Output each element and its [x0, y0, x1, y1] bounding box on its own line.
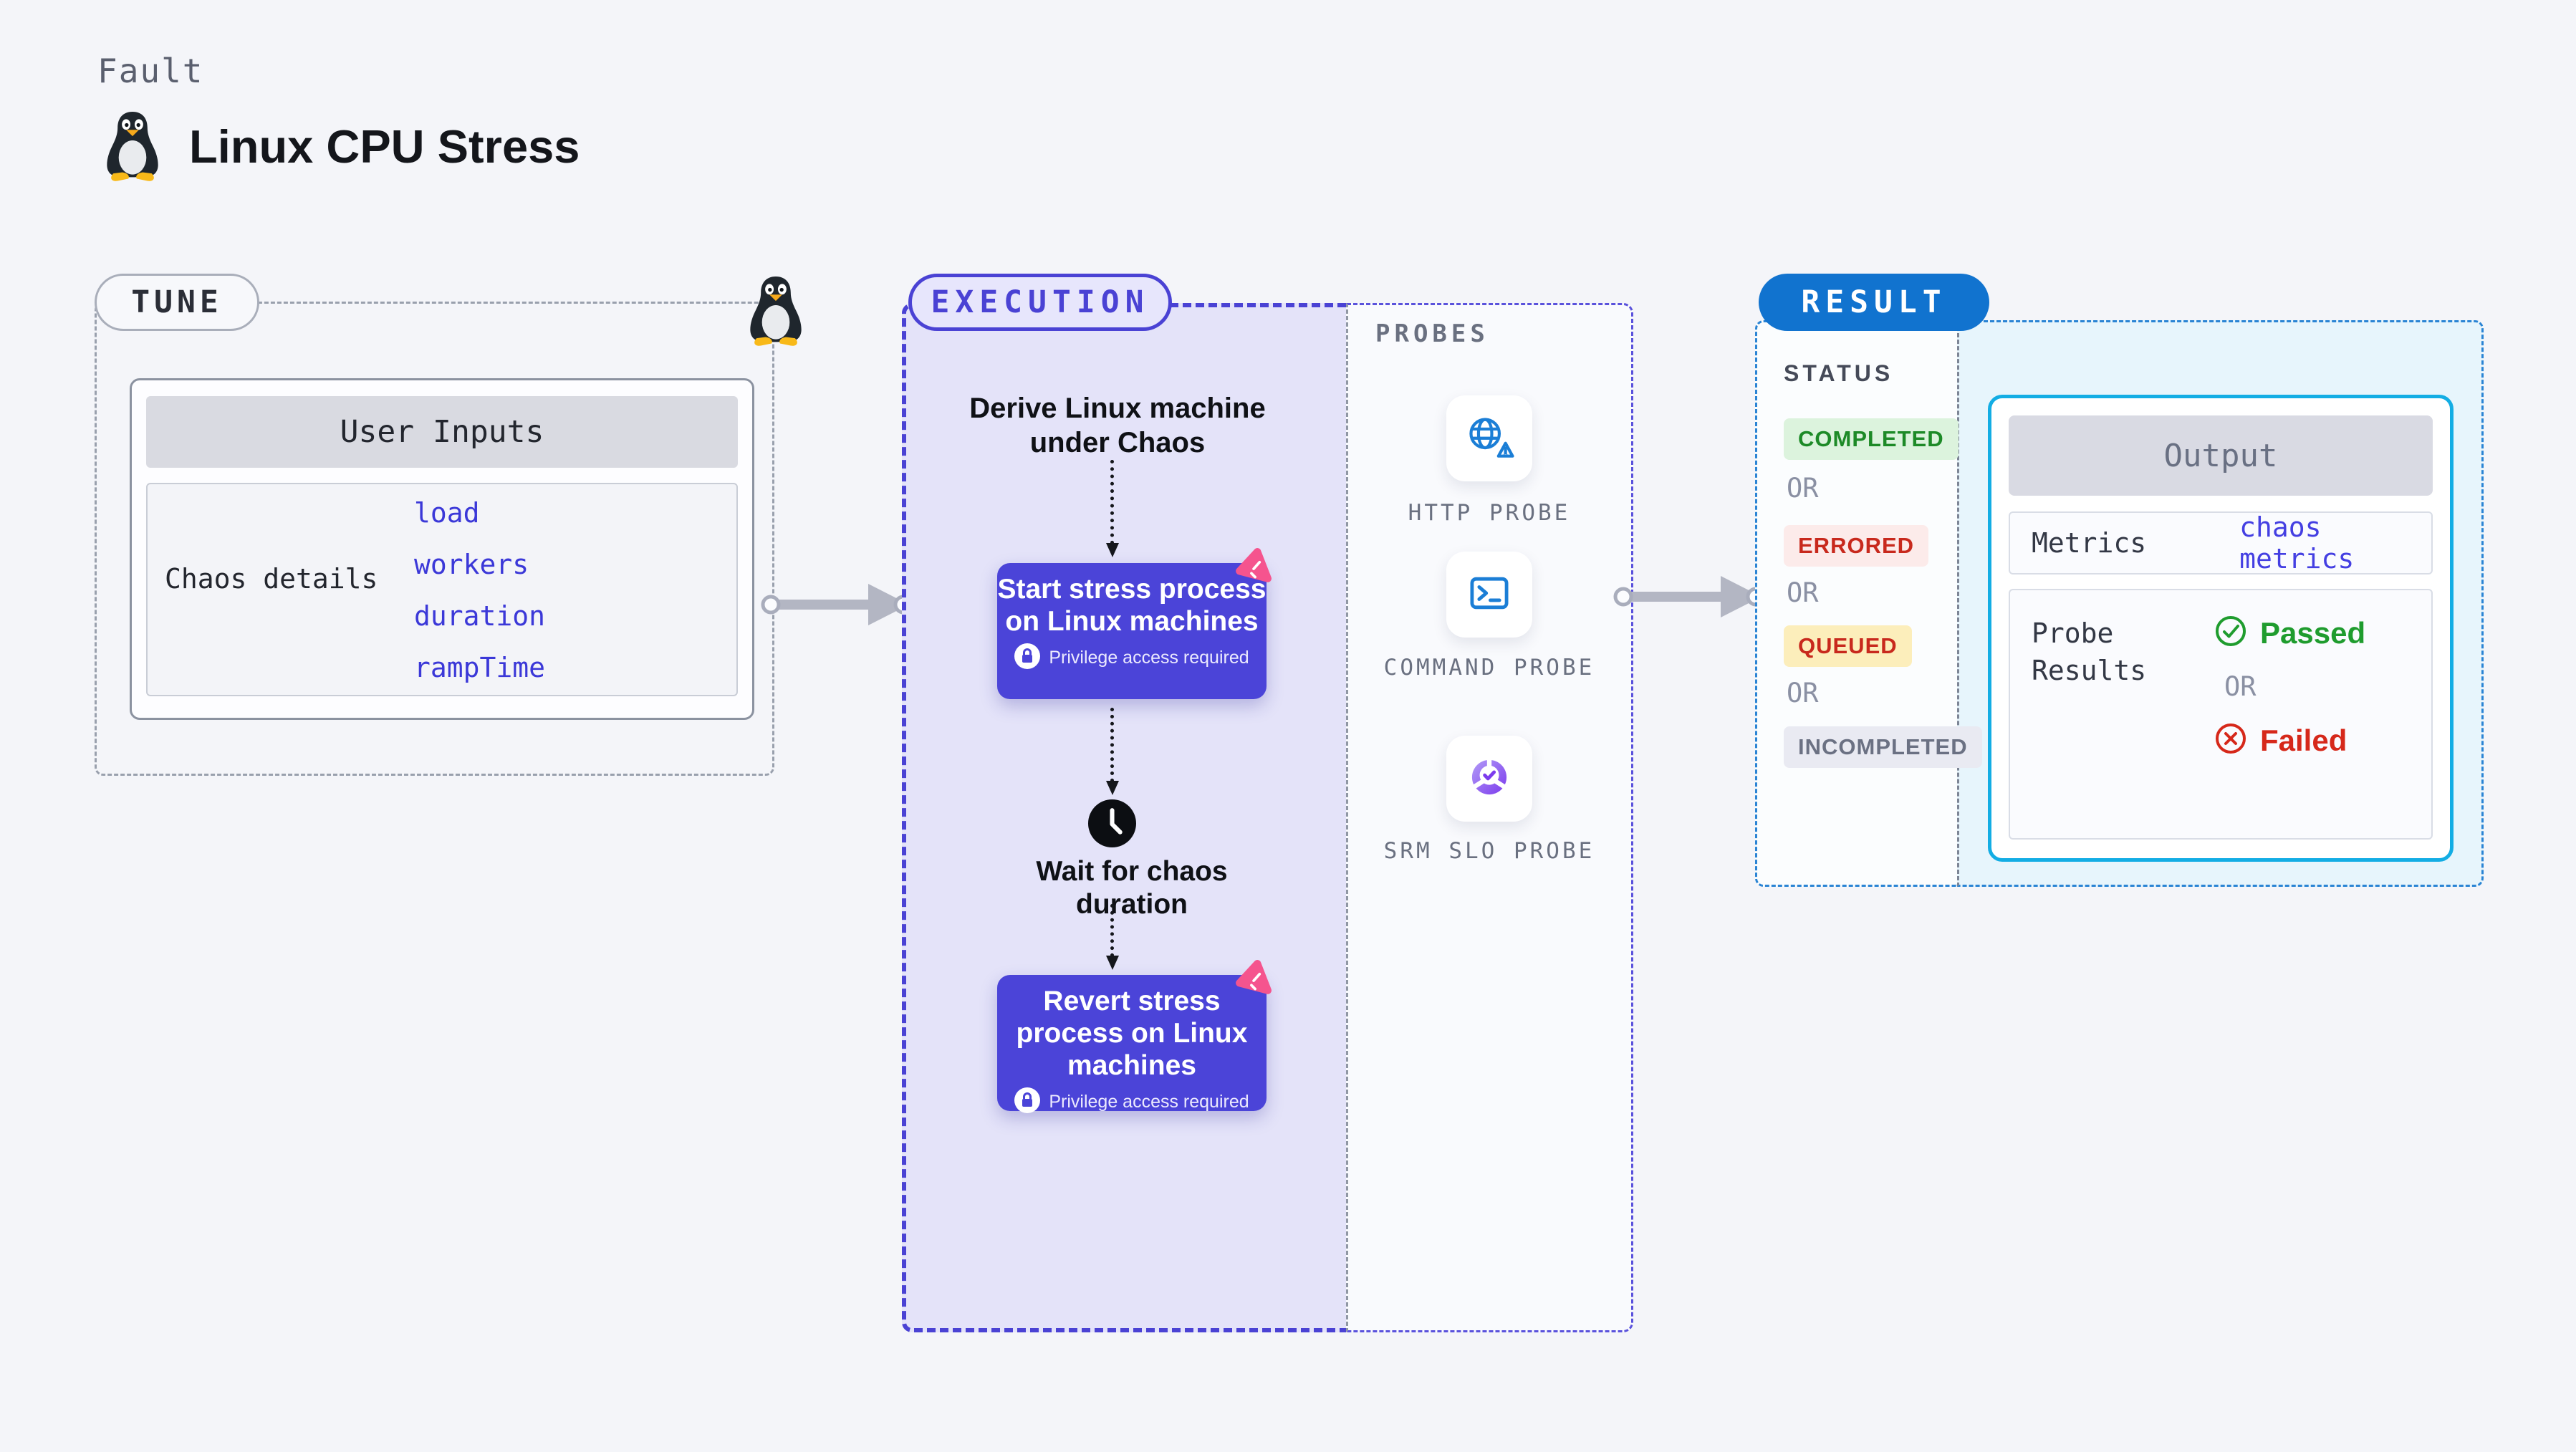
failed-item: Failed: [2214, 722, 2365, 759]
privilege-note: Privilege access required: [997, 1087, 1267, 1117]
metrics-row: Metrics chaos metrics: [2009, 511, 2433, 574]
lock-icon: [1014, 643, 1041, 673]
command-probe-label: COMMAND PROBE: [1383, 655, 1595, 681]
linux-penguin-icon: [100, 107, 165, 186]
chaos-input-links: load workers duration rampTime: [414, 497, 545, 683]
terminal-icon: [1465, 569, 1514, 621]
derive-machine-label: Derive Linux machine under Chaos: [969, 393, 1266, 458]
tune-badge: TUNE: [95, 274, 259, 331]
tune-section-box: [95, 302, 774, 776]
srm-slo-probe-card: [1446, 736, 1532, 822]
page-title: Linux CPU Stress: [189, 120, 580, 173]
start-stress-title: Start stress process on Linux machines: [997, 574, 1267, 637]
x-circle-icon: [2214, 722, 2247, 759]
probe-results-row: Probe Results Passed OR: [2009, 589, 2433, 840]
linux-penguin-icon: [744, 272, 808, 350]
output-header: Output: [2009, 415, 2433, 496]
probes-label: PROBES: [1375, 319, 1489, 348]
passed-item: Passed: [2214, 615, 2365, 651]
fault-eyebrow: Fault: [97, 52, 204, 90]
tune-to-execution-arrow: [761, 580, 913, 633]
http-probe-card: [1446, 395, 1532, 481]
result-status-panel: [1755, 320, 1957, 887]
status-badge-errored: ERRORED: [1784, 525, 1929, 567]
slo-donut-check-icon: [1465, 753, 1514, 805]
http-probe-label: HTTP PROBE: [1408, 500, 1571, 526]
execution-to-result-arrow: [1613, 572, 1766, 625]
input-link-rampTime[interactable]: rampTime: [414, 652, 546, 683]
privilege-note: Privilege access required: [997, 643, 1267, 673]
probe-results-or-separator: OR: [2224, 671, 2257, 702]
status-or-separator: OR: [1787, 473, 1819, 504]
input-link-workers[interactable]: workers: [414, 549, 529, 580]
input-link-duration[interactable]: duration: [414, 600, 546, 632]
privilege-note-text: Privilege access required: [1049, 648, 1249, 668]
passed-label: Passed: [2260, 615, 2366, 650]
failed-label: Failed: [2260, 723, 2347, 757]
user-inputs-card: User Inputs Chaos details load workers d…: [130, 378, 754, 720]
status-or-separator: OR: [1787, 678, 1819, 708]
input-link-load[interactable]: load: [414, 497, 480, 529]
chaos-metrics-link[interactable]: chaos metrics: [2239, 511, 2355, 574]
revert-stress-step-button[interactable]: Revert stress process on Linux machines …: [997, 975, 1267, 1113]
user-inputs-body: Chaos details load workers duration ramp…: [146, 483, 738, 696]
user-inputs-header: User Inputs: [146, 396, 738, 468]
flow-arrow-down-2: [1106, 708, 1119, 795]
chaos-pinwheel-icon: [1234, 547, 1272, 590]
privilege-note-text: Privilege access required: [1049, 1092, 1249, 1112]
metrics-label: Metrics: [2032, 527, 2147, 559]
probe-results-label: Probe Results: [2032, 617, 2147, 686]
probe-results-values: Passed OR Failed: [2214, 615, 2365, 814]
revert-stress-title: Revert stress process on Linux machines: [1016, 986, 1248, 1081]
execution-badge: EXECUTION: [908, 274, 1172, 331]
output-card: Output Metrics chaos metrics Probe Resul…: [1988, 395, 2454, 862]
command-probe-card: [1446, 552, 1532, 638]
status-or-separator: OR: [1787, 577, 1819, 608]
flow-arrow-down-3: [1106, 904, 1119, 970]
globe-alert-icon: [1464, 413, 1515, 464]
clock-icon: [1088, 799, 1136, 851]
wait-duration-label: Wait for chaos duration: [1036, 856, 1228, 920]
result-badge: RESULT: [1759, 274, 1989, 331]
lock-icon: [1014, 1087, 1041, 1117]
flow-arrow-down-1: [1106, 460, 1119, 557]
chaos-details-label: Chaos details: [165, 563, 378, 595]
page-header: Linux CPU Stress: [100, 107, 580, 186]
status-badge-incompleted: INCOMPLETED: [1784, 726, 1982, 768]
status-label: STATUS: [1784, 360, 1894, 386]
status-badge-completed: COMPLETED: [1784, 418, 1959, 460]
start-stress-step-button[interactable]: Start stress process on Linux machines P…: [997, 563, 1267, 699]
check-circle-icon: [2214, 615, 2247, 651]
status-badge-queued: QUEUED: [1784, 625, 1912, 667]
chaos-pinwheel-icon: [1234, 959, 1272, 1001]
srm-slo-probe-label: SRM SLO PROBE: [1383, 838, 1595, 864]
